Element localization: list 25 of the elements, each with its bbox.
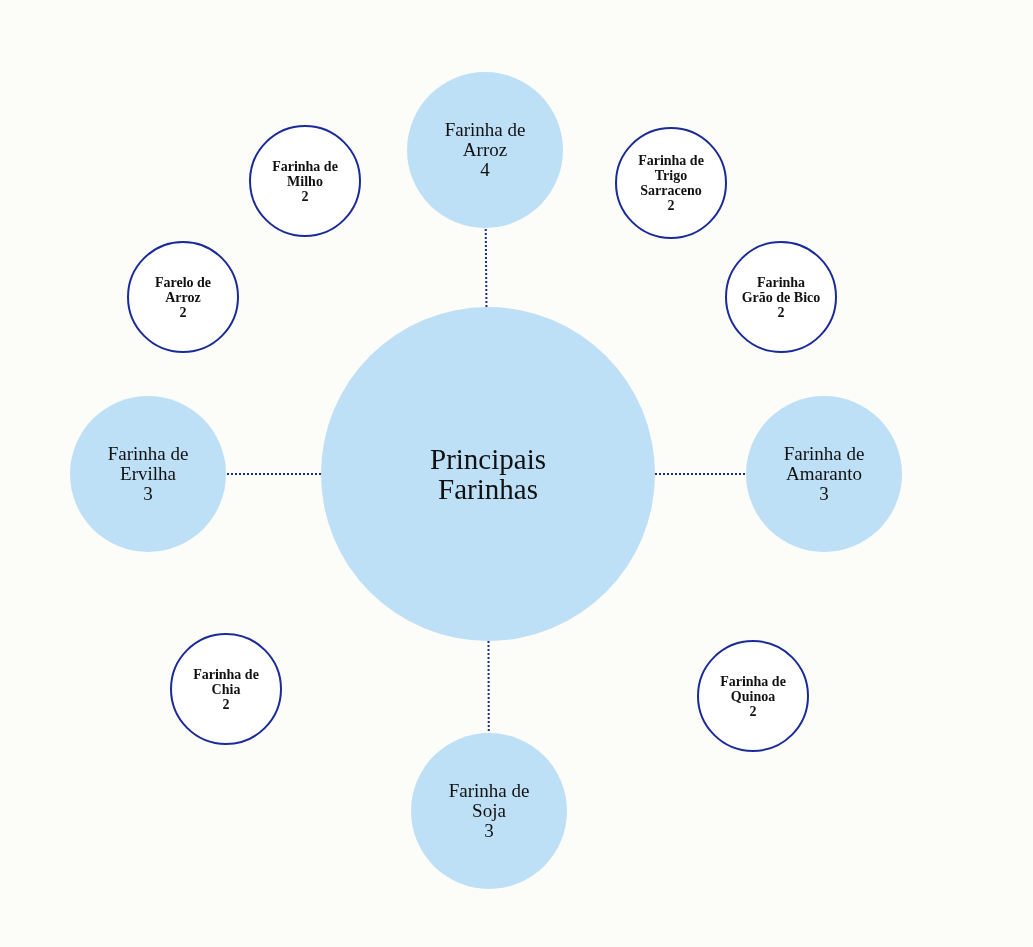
node-label: Farinha de Milho [271,158,339,189]
connector-line [225,473,322,475]
node-label: Farinha de Chia [192,666,260,697]
count-label: 3 [819,484,829,504]
count-label: 2 [301,188,309,204]
count-label: 2 [777,304,785,320]
node-label: Farinha de Soja [447,781,531,821]
count-label: 3 [484,821,494,841]
count-label: 2 [749,703,757,719]
connector-line [654,473,747,475]
count-label: 4 [480,160,490,180]
node-label: Principais Farinhas [429,444,547,504]
node-label: Farelo de Arroz [153,274,213,305]
node-label: Farinha de Ervilha [106,444,190,484]
connector-line [484,227,488,308]
node-label: Farinha Grão de Bico [741,274,821,305]
node-label: Farinha de Amaranto [782,444,866,484]
connector-line [487,640,490,734]
count-label: 2 [667,198,675,213]
node-label: Farinha de Trigo Sarraceno [637,153,705,198]
count-label: 2 [179,304,187,320]
count-label: 3 [143,484,153,504]
count-label: 2 [222,696,230,712]
node-label: Farinha de Quinoa [719,673,787,704]
node-label: Farinha de Arroz [443,120,527,160]
